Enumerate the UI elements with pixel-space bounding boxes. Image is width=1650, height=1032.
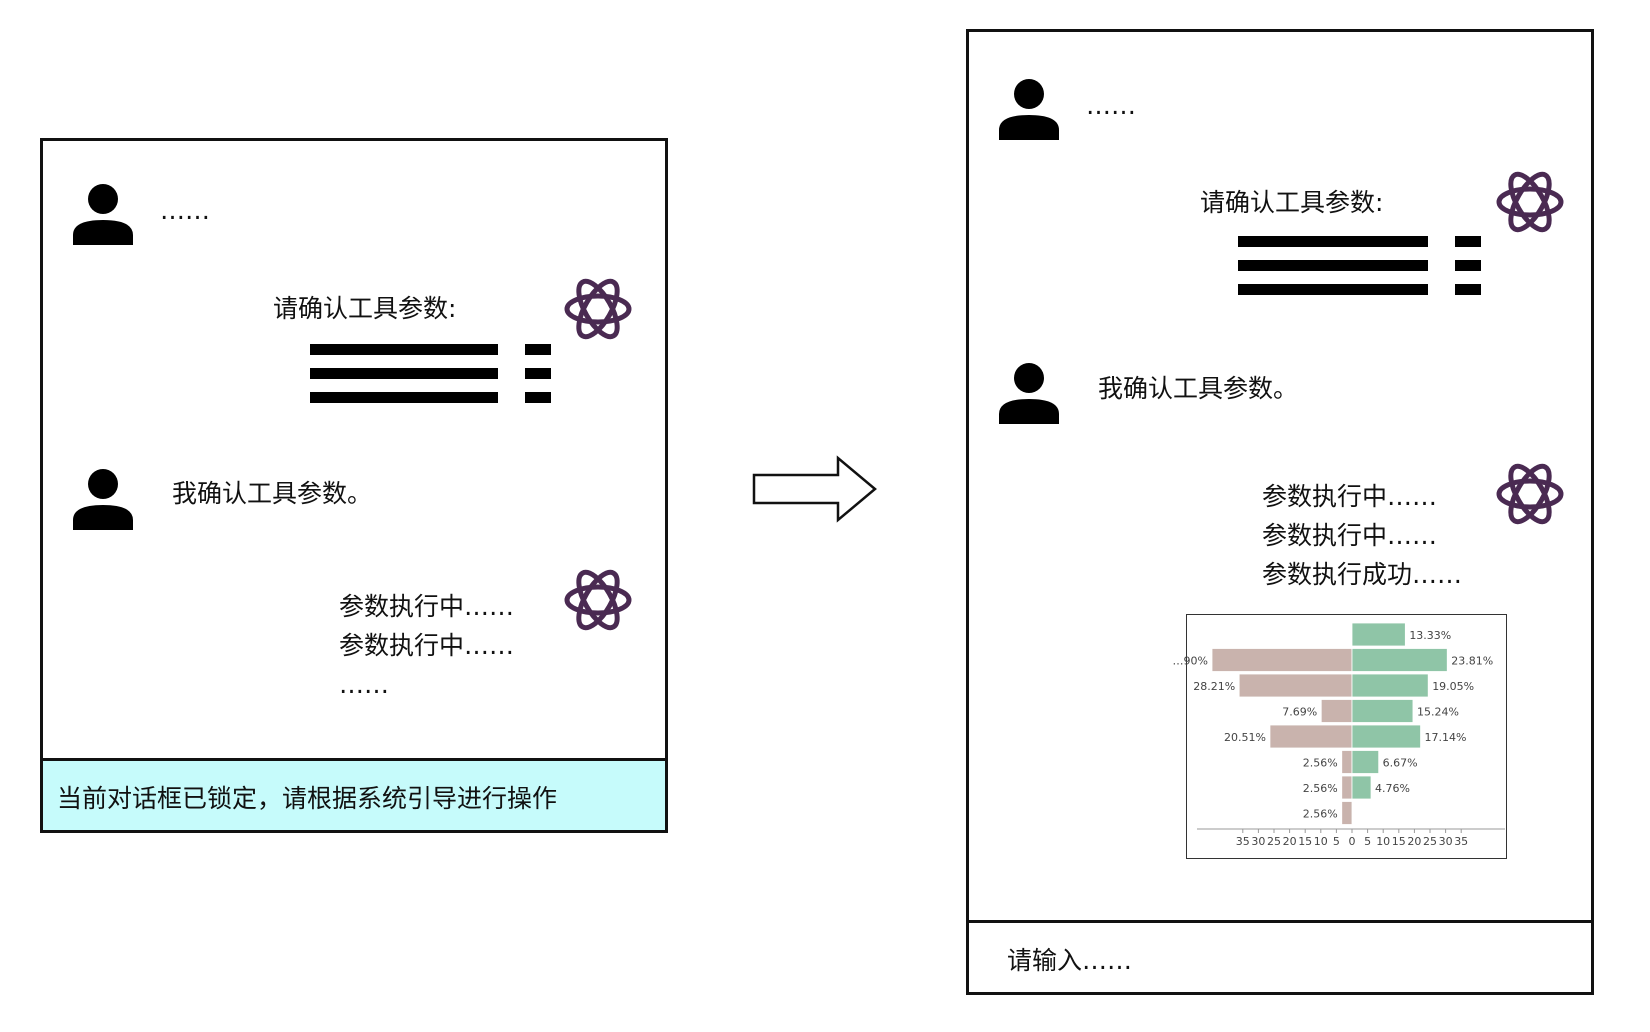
left-ai-message-1: 请确认工具参数:	[273, 294, 457, 323]
right-user-message-2: 我确认工具参数。	[1098, 374, 1299, 403]
bar-right-2	[1351, 673, 1429, 698]
bar-left-1	[1211, 648, 1353, 672]
left-ai-line-1: 参数执行中……	[339, 592, 515, 621]
x-tick-label-13: 30	[1439, 835, 1453, 848]
bar-left-label-3: 7.69%	[1282, 706, 1317, 719]
bar-left-3	[1320, 699, 1353, 723]
openai-logo-icon	[1496, 171, 1564, 233]
user-icon	[999, 79, 1059, 140]
x-tick-label-10: 15	[1392, 835, 1406, 848]
result-chart: 13.33% …90% 23.81% 28.21% 19.05% 7.69% 15.24% 2…	[1173, 614, 1507, 859]
bar-right-label-5: 6.67%	[1383, 757, 1418, 770]
x-tick-label-5: 10	[1314, 835, 1328, 848]
bar-right-1	[1351, 648, 1448, 672]
x-tick-label-2: 25	[1267, 835, 1281, 848]
x-tick-label-0: 35	[1236, 835, 1250, 848]
left-ai-line-3: ……	[339, 670, 389, 699]
right-user-message-1: ……	[1086, 91, 1136, 120]
locked-notice-bar: 当前对话框已锁定，请根据系统引导进行操作	[43, 758, 665, 830]
chat-input-bar[interactable]: 请输入……	[969, 920, 1591, 992]
right-ai-line-3: 参数执行成功……	[1262, 560, 1463, 589]
bar-left-label-4: 20.51%	[1224, 731, 1266, 744]
x-tick-label-9: 10	[1376, 835, 1390, 848]
openai-logo-icon	[1496, 463, 1564, 525]
x-tick-label-7: 0	[1349, 835, 1356, 848]
bar-right-4	[1351, 724, 1421, 749]
x-tick-label-11: 20	[1407, 835, 1421, 848]
openai-logo-icon	[564, 278, 632, 340]
right-ai-message-2: 参数执行中…… 参数执行中…… 参数执行成功……	[1262, 477, 1462, 594]
left-chat-window: 当前对话框已锁定，请根据系统引导进行操作	[40, 138, 668, 833]
bar-right-label-4: 17.14%	[1425, 731, 1467, 744]
bar-left-2	[1238, 673, 1353, 698]
x-tick-label-12: 25	[1423, 835, 1437, 848]
user-icon	[73, 469, 133, 530]
bar-right-6	[1351, 775, 1372, 800]
bar-left-4	[1269, 724, 1353, 749]
bar-right-0	[1351, 622, 1406, 647]
bar-right-label-0: 13.33%	[1409, 629, 1451, 642]
parameter-lines-icon	[1238, 236, 1483, 297]
right-ai-message-1: 请确认工具参数:	[1200, 188, 1384, 217]
diverging-bar-chart: 13.33% …90% 23.81% 28.21% 19.05% 7.69% 15.24% 2…	[1173, 622, 1505, 848]
right-ai-line-2: 参数执行中……	[1262, 521, 1438, 550]
user-icon	[73, 184, 133, 245]
x-tick-label-6: 5	[1333, 835, 1340, 848]
left-user-message-2: 我确认工具参数。	[172, 479, 373, 508]
bar-left-7	[1341, 801, 1353, 825]
bar-right-3	[1351, 699, 1414, 723]
openai-logo-icon	[564, 569, 632, 631]
bar-left-label-2: 28.21%	[1193, 680, 1235, 693]
x-tick-label-14: 35	[1454, 835, 1468, 848]
right-ai-line-1: 参数执行中……	[1262, 482, 1438, 511]
bar-right-label-1: 23.81%	[1451, 655, 1493, 668]
x-tick-label-1: 30	[1251, 835, 1265, 848]
user-icon	[999, 363, 1059, 424]
left-ai-message-2: 参数执行中…… 参数执行中…… ……	[339, 587, 514, 704]
bar-left-5	[1341, 750, 1353, 774]
x-tick-label-8: 5	[1364, 835, 1371, 848]
chat-input-placeholder[interactable]: 请输入……	[1007, 946, 1133, 975]
bar-left-label-7: 2.56%	[1303, 808, 1338, 821]
left-ai-line-2: 参数执行中……	[339, 631, 515, 660]
bar-right-label-6: 4.76%	[1375, 782, 1410, 795]
x-tick-label-4: 15	[1298, 835, 1312, 848]
bar-right-label-2: 19.05%	[1432, 680, 1474, 693]
x-tick-label-3: 20	[1283, 835, 1297, 848]
bar-left-6	[1341, 775, 1353, 800]
right-arrow-icon	[752, 455, 877, 523]
bar-left-label-6: 2.56%	[1303, 782, 1338, 795]
bar-right-5	[1351, 750, 1380, 774]
bar-left-label-1: …90%	[1173, 655, 1208, 668]
parameter-lines-icon	[310, 344, 555, 405]
locked-notice-text: 当前对话框已锁定，请根据系统引导进行操作	[57, 784, 558, 813]
bar-right-label-3: 15.24%	[1417, 706, 1459, 719]
left-user-message-1: ……	[160, 196, 210, 225]
bar-left-label-5: 2.56%	[1303, 757, 1338, 770]
